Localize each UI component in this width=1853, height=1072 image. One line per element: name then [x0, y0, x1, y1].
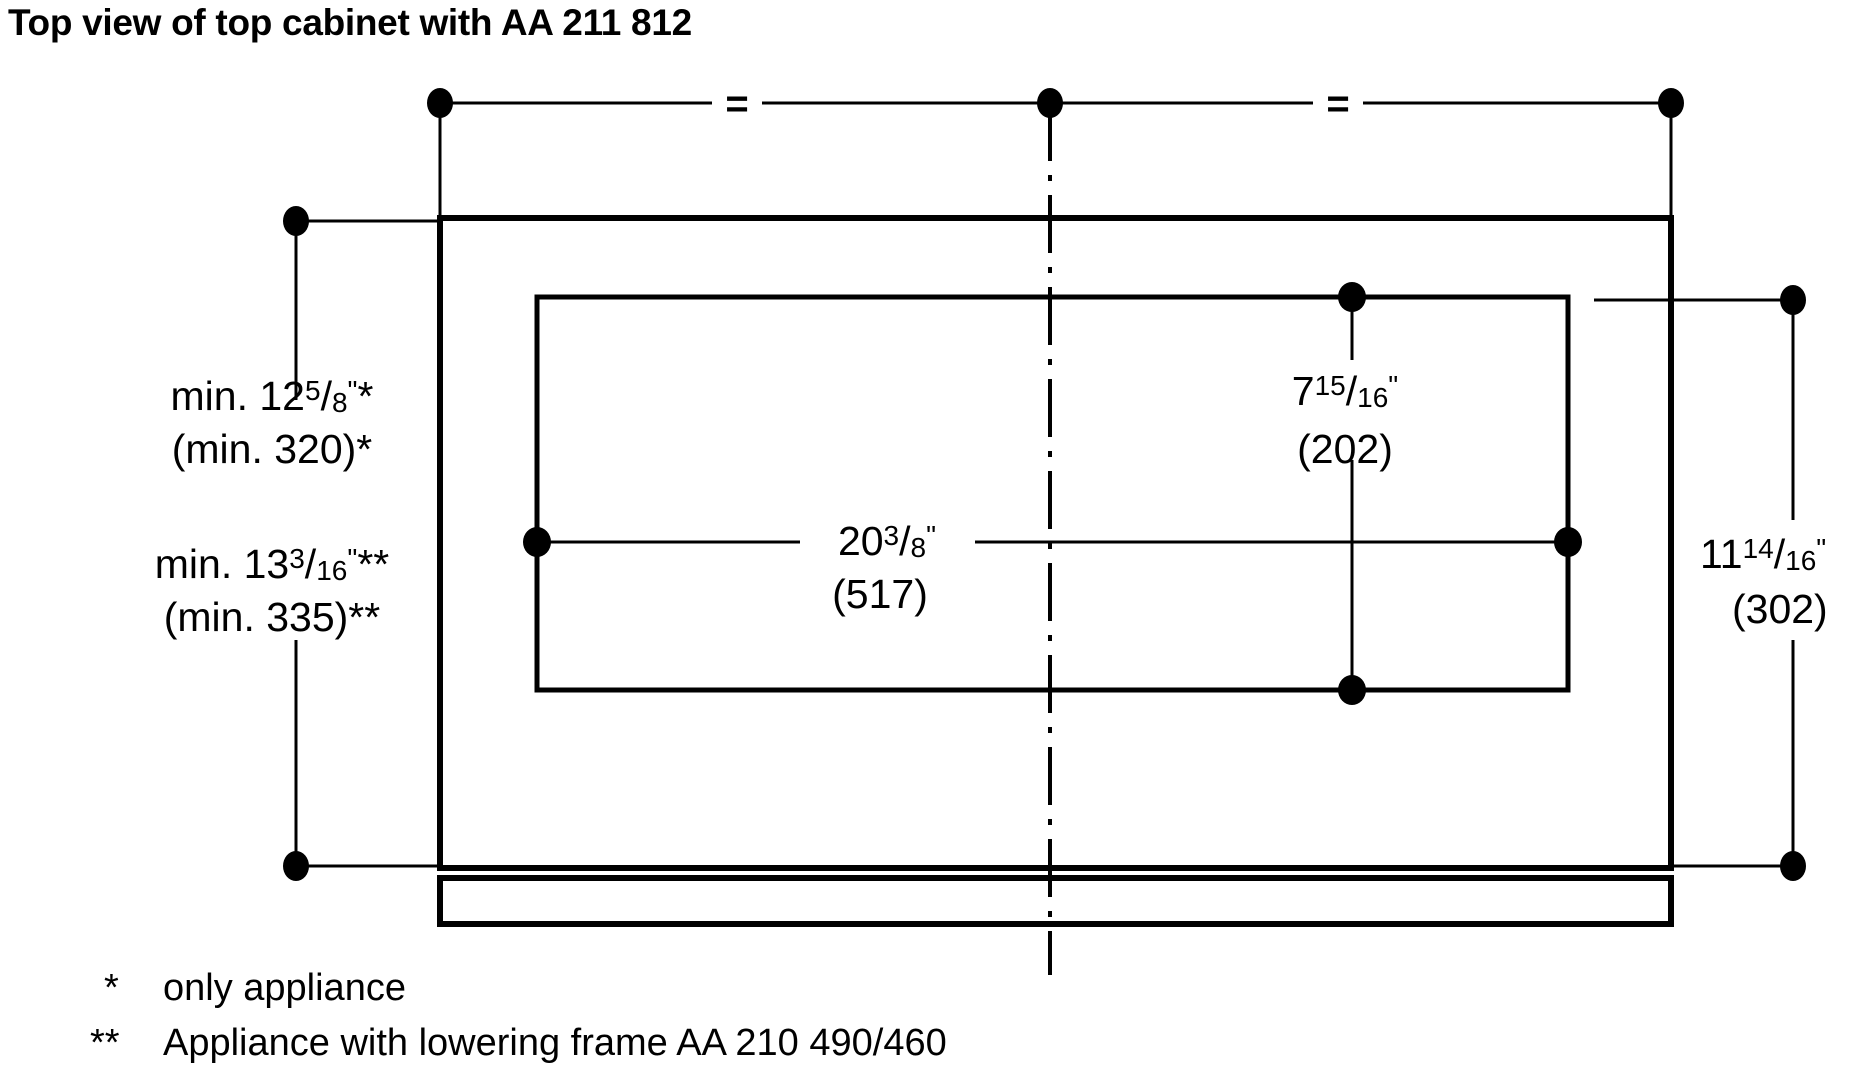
center-width-inches: 203/8" — [838, 518, 936, 564]
right-height-mm: (302) — [1732, 586, 1828, 632]
left-lower-unit: " — [347, 543, 357, 574]
dim-dot-right-bottom — [1780, 851, 1806, 881]
footnote-1-marker: * — [104, 967, 119, 1009]
equal-mark-left: = — [725, 82, 748, 126]
dim-dot-cutout-left — [523, 527, 551, 557]
center-width-mm: (517) — [832, 571, 928, 617]
cabinet-front-strip — [437, 875, 1674, 927]
left-upper-footnote-marker: * — [358, 373, 374, 419]
center-width-prefix: 20 — [838, 518, 884, 564]
left-lower-dimension-inches: min. 133/16"** — [155, 541, 390, 587]
dim-dot-top-center — [1037, 88, 1063, 118]
center-width-numerator: 3 — [884, 520, 900, 551]
left-lower-denominator: 16 — [316, 555, 347, 586]
dim-dot-left-bottom — [283, 851, 309, 881]
dim-dot-top-left — [427, 88, 453, 118]
right-height-unit: " — [1816, 533, 1826, 564]
right-height-prefix: 11 — [1700, 531, 1743, 577]
dim-dot-cutout-right — [1554, 527, 1582, 557]
dim-dot-left-top — [283, 206, 309, 236]
dim-dot-top-right — [1658, 88, 1684, 118]
left-upper-unit: " — [348, 375, 358, 406]
inner-right-denominator: 16 — [1357, 382, 1388, 413]
left-upper-dimension-mm: (min. 320)* — [172, 426, 373, 472]
left-lower-numerator: 3 — [289, 543, 305, 574]
left-lower-dimension-mm: (min. 335)** — [164, 594, 381, 640]
left-upper-denominator: 8 — [332, 387, 348, 418]
right-height-denominator: 16 — [1785, 545, 1816, 576]
dim-dot-inner-right-bottom — [1338, 675, 1366, 705]
inner-right-unit: " — [1388, 370, 1398, 401]
footnote-2-marker: ** — [90, 1022, 120, 1064]
right-height-numerator: 14 — [1743, 533, 1774, 564]
inner-right-inches: 715/16" — [1292, 368, 1398, 414]
left-upper-prefix: min. 12 — [171, 373, 305, 419]
inner-right-numerator: 15 — [1315, 370, 1346, 401]
cutout-outline — [534, 294, 1571, 693]
cabinet-outline — [437, 215, 1674, 871]
inner-right-mm: (202) — [1297, 426, 1393, 472]
left-upper-numerator: 5 — [305, 375, 321, 406]
dim-dot-inner-right-top — [1338, 282, 1366, 312]
inner-right-prefix: 7 — [1292, 368, 1315, 414]
right-height-inches: 1114/16" — [1700, 531, 1826, 577]
center-width-unit: " — [926, 520, 936, 551]
footnote-1-text: only appliance — [163, 967, 406, 1009]
center-width-denominator: 8 — [911, 532, 927, 563]
equal-mark-right: = — [1326, 82, 1349, 126]
dim-dot-right-top — [1780, 285, 1806, 315]
left-lower-prefix: min. 13 — [155, 541, 289, 587]
left-upper-dimension-inches: min. 125/8"* — [171, 373, 374, 419]
page-title: Top view of top cabinet with AA 211 812 — [8, 2, 692, 43]
footnote-2-text: Appliance with lowering frame AA 210 490… — [163, 1022, 947, 1064]
left-lower-footnote-marker: ** — [357, 541, 389, 587]
